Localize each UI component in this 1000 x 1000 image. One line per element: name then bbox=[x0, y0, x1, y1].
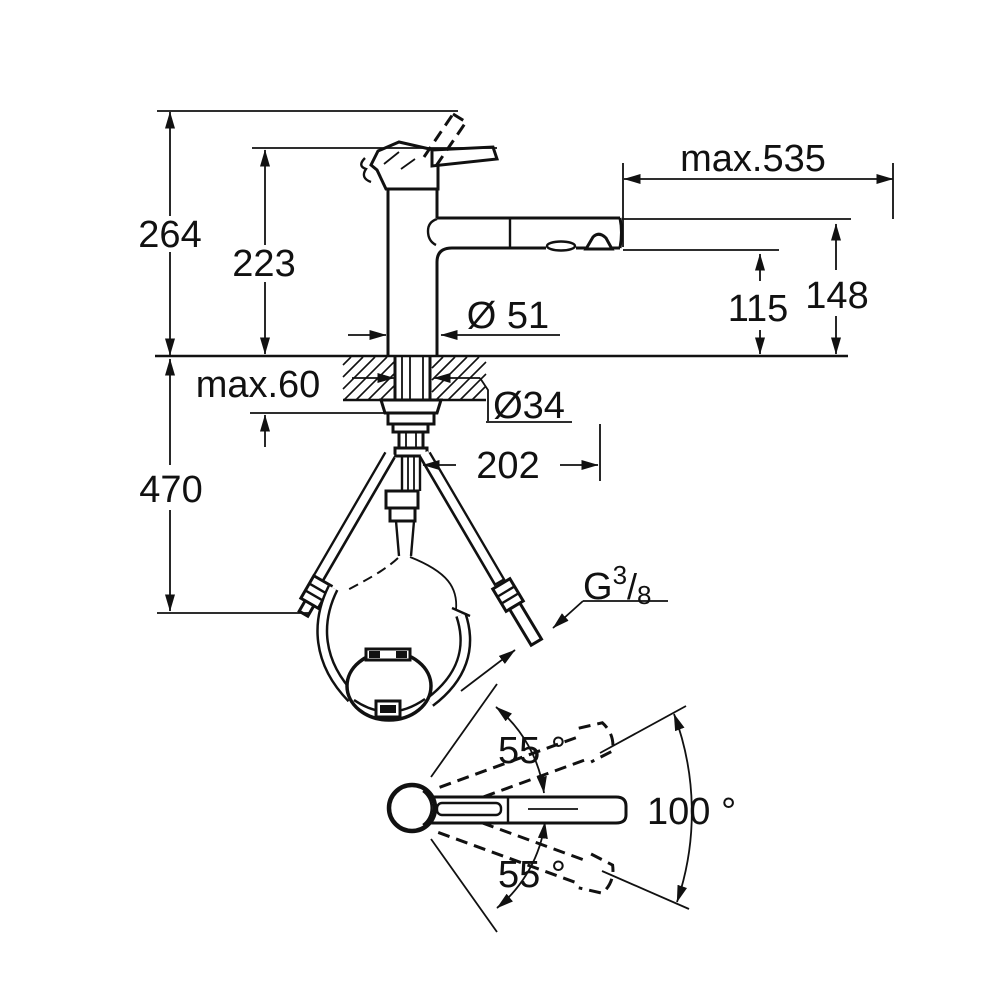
mounting-flange bbox=[378, 398, 444, 415]
handle-bar bbox=[426, 795, 628, 825]
supply-hose-right bbox=[419, 450, 544, 648]
dim-label-o51: Ø 51 bbox=[467, 295, 549, 337]
side-view-faucet bbox=[155, 112, 848, 722]
sprayhead-end bbox=[618, 217, 623, 249]
head-inner-marks bbox=[383, 151, 416, 170]
supply-hose-left bbox=[297, 450, 396, 619]
shank-inner-lines bbox=[401, 357, 424, 400]
knob-inner-arc bbox=[422, 790, 433, 826]
arc-100 bbox=[673, 713, 693, 903]
hose-path-dashed bbox=[343, 557, 399, 593]
hose-coupling-upper bbox=[384, 489, 420, 510]
shank-outline bbox=[393, 357, 432, 400]
angle-label-55-lower: 55 ° bbox=[498, 854, 566, 896]
leader-34 bbox=[479, 377, 572, 423]
body-right-lower-fillet bbox=[435, 246, 453, 356]
angle-label-100: 100 ° bbox=[647, 791, 736, 833]
witness-line-lower bbox=[430, 838, 498, 933]
dim-label-g38: G3/8 bbox=[583, 560, 652, 610]
arc-55-upper bbox=[495, 706, 547, 794]
dimension-annotations: 264 223 max.535 148 115 Ø 51 max.60 Ø34 … bbox=[138, 110, 894, 692]
hose-loop bbox=[316, 585, 472, 707]
dim-label-264: 264 bbox=[138, 214, 201, 256]
arc-55-lower bbox=[496, 821, 548, 909]
lever-raised-dashed bbox=[422, 112, 468, 167]
loop-open-end bbox=[451, 606, 471, 618]
ext-line-100-upper bbox=[599, 705, 687, 754]
spout-back-cap bbox=[426, 217, 438, 247]
hose-weight-ball bbox=[345, 647, 433, 722]
dim-label-115: 115 bbox=[728, 288, 789, 330]
hose-coupling-lower bbox=[388, 506, 417, 523]
mounting-washer bbox=[386, 411, 436, 426]
hose-guide-tube bbox=[400, 456, 422, 491]
witness-line-upper bbox=[430, 683, 498, 778]
ext-line-100-lower bbox=[601, 870, 690, 910]
hose-path-thin bbox=[409, 556, 458, 611]
dim-label-max60: max.60 bbox=[196, 364, 321, 406]
dim-label-o34: Ø34 bbox=[493, 385, 565, 427]
sprayhead-latch bbox=[583, 232, 615, 251]
dim-label-202: 202 bbox=[476, 445, 539, 487]
lever-handle bbox=[430, 145, 500, 168]
sprayhead-button bbox=[545, 240, 577, 252]
hose-taper bbox=[394, 520, 416, 557]
dim-label-148: 148 bbox=[805, 275, 868, 317]
g38-thread-end bbox=[507, 600, 544, 648]
ball-top-tab bbox=[364, 647, 412, 662]
dim-label-max535: max.535 bbox=[680, 138, 826, 180]
handle-knob bbox=[386, 782, 438, 834]
dim-label-470: 470 bbox=[139, 469, 202, 511]
leader-g38-arrow bbox=[552, 600, 584, 629]
dim-label-223: 223 bbox=[232, 243, 295, 285]
head-sketch-detail bbox=[360, 157, 372, 184]
angle-label-55-upper: 55 ° bbox=[498, 730, 566, 772]
top-view-handle-swivel: 55 ° 100 ° 55 ° bbox=[386, 683, 736, 933]
leader-g38-arrow-2 bbox=[460, 649, 516, 692]
thread-lines bbox=[405, 432, 417, 448]
threaded-shank bbox=[397, 430, 425, 450]
hose-guide-inner bbox=[407, 456, 415, 491]
